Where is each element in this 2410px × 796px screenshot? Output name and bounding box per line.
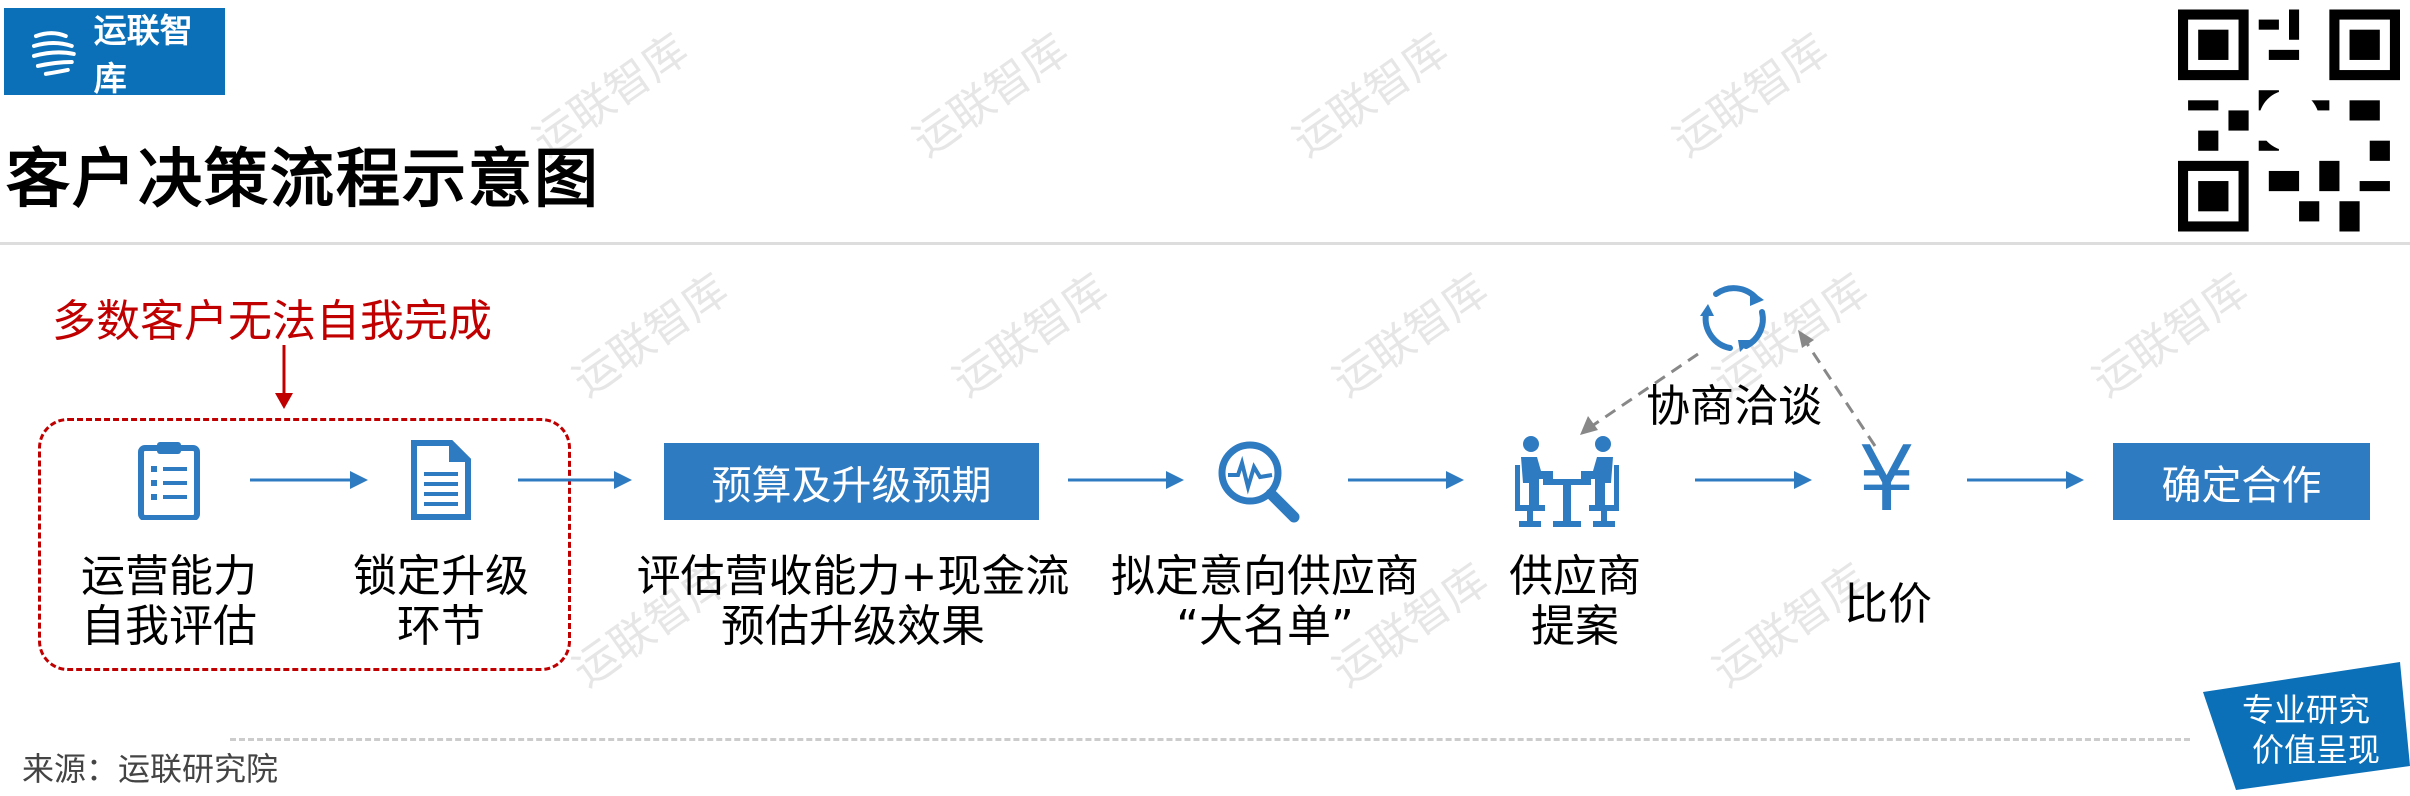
- negotiation-label: 协商洽谈: [1646, 381, 1822, 432]
- slogan-badge: [2203, 662, 2410, 790]
- flow-arrow: [1068, 471, 1184, 489]
- step-label-proposal: 供应商提案: [1509, 551, 1641, 652]
- header-divider: [0, 242, 2410, 245]
- flow-arrow: [1695, 471, 1812, 489]
- meeting-icon: [1515, 436, 1619, 527]
- slogan-text: 专业研究价值呈现: [2242, 691, 2381, 769]
- source-text: 来源：运联研究院: [22, 750, 279, 788]
- self-unable-group: [38, 418, 571, 671]
- magnifier-pulse-icon: [1218, 441, 1300, 523]
- cycle-icon: [1700, 285, 1766, 352]
- step-label-price-compare: 比价: [1844, 579, 1932, 630]
- step-label-budget: 评估营收能力+现金流预估升级效果: [636, 551, 1070, 652]
- page-title: 客户决策流程示意图: [6, 143, 600, 217]
- flow-arrow: [1348, 471, 1464, 489]
- step-label-shortlist: 拟定意向供应商“大名单”: [1111, 551, 1419, 652]
- down-arrow-icon: [275, 345, 293, 409]
- step-label-self-assessment: 运营能力自我评估: [81, 551, 257, 652]
- step-label-lock-upgrade: 锁定升级环节: [353, 551, 529, 652]
- flow-arrow: [518, 471, 632, 489]
- globe-logo-icon: [31, 30, 76, 76]
- dashed-arrow-to-proposal: [1580, 352, 1699, 435]
- budget-expectation-box: 预算及升级预期: [664, 443, 1039, 520]
- logo-text: 运联智库: [93, 10, 193, 98]
- dashed-arrow-from-price: [1798, 330, 1877, 447]
- document-icon: [411, 440, 471, 520]
- flow-arrow: [250, 471, 368, 489]
- flow-arrow: [1967, 471, 2084, 489]
- note-text: 多数客户无法自我完成: [52, 296, 492, 347]
- clipboard-icon: [138, 442, 200, 520]
- brand-logo: 运联智库: [4, 8, 225, 98]
- footer-divider: [230, 738, 2190, 741]
- yen-icon: ¥: [1858, 427, 1916, 532]
- qr-code: [2178, 9, 2400, 232]
- confirm-cooperation-box: 确定合作: [2113, 443, 2370, 520]
